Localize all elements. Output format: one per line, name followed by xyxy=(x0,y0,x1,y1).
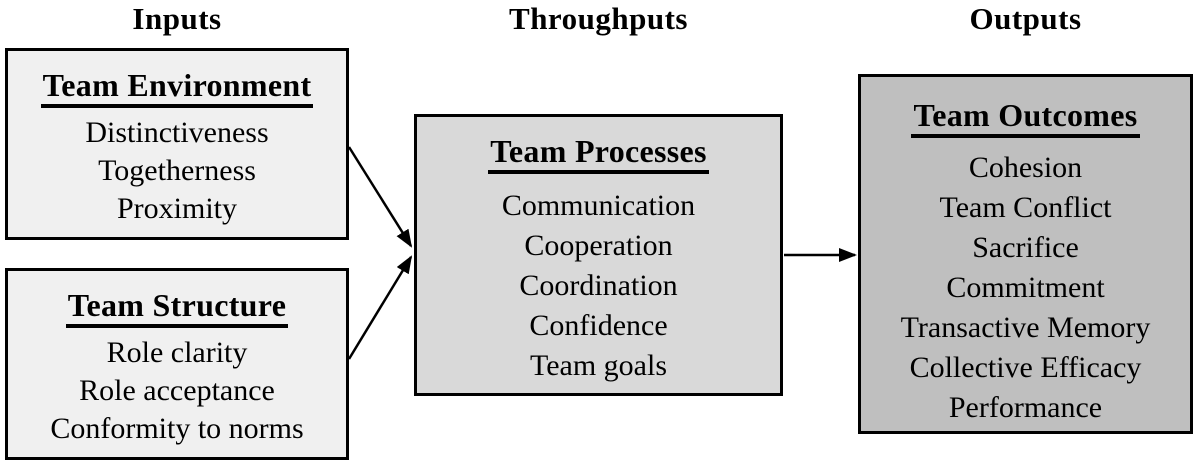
list-item-cohesion: Cohesion xyxy=(968,151,1083,184)
arrow-structure-to-processes xyxy=(347,255,413,360)
list-item-commitment: Commitment xyxy=(946,271,1105,304)
list-item-transactive-memory: Transactive Memory xyxy=(900,311,1151,344)
column-header-inputs: Inputs xyxy=(132,1,222,36)
box-title-team-environment: Team Environment xyxy=(40,67,314,108)
column-header-outputs: Outputs xyxy=(969,1,1082,36)
list-item-sacrifice: Sacrifice xyxy=(972,231,1079,264)
box-title-team-structure: Team Structure xyxy=(65,287,289,328)
list-item-distinctiveness: Distinctiveness xyxy=(85,116,269,149)
list-item-confidence: Confidence xyxy=(529,309,668,342)
list-item-communication: Communication xyxy=(501,189,696,222)
arrow-environment-to-processes xyxy=(347,146,413,248)
list-item-role-acceptance: Role acceptance xyxy=(79,374,275,407)
box-team-outcomes: Team Outcomes Cohesion Team Conflict Sac… xyxy=(858,74,1193,434)
box-team-environment: Team Environment Distinctiveness Togethe… xyxy=(5,48,349,240)
list-item-role-clarity: Role clarity xyxy=(106,336,248,369)
list-item-proximity: Proximity xyxy=(116,192,237,225)
list-item-team-goals: Team goals xyxy=(529,349,668,382)
list-item-conformity-to-norms: Conformity to norms xyxy=(50,412,304,445)
list-item-coordination: Coordination xyxy=(519,269,678,302)
box-title-team-processes: Team Processes xyxy=(488,133,709,174)
list-item-togetherness: Togetherness xyxy=(98,154,256,187)
column-header-throughputs: Throughputs xyxy=(509,1,688,36)
list-item-collective-efficacy: Collective Efficacy xyxy=(909,351,1142,384)
box-title-team-outcomes: Team Outcomes xyxy=(911,97,1140,138)
list-item-team-conflict: Team Conflict xyxy=(939,191,1112,224)
list-item-cooperation: Cooperation xyxy=(524,229,673,262)
box-team-structure: Team Structure Role clarity Role accepta… xyxy=(5,268,349,460)
list-item-performance: Performance xyxy=(948,391,1103,424)
box-team-processes: Team Processes Communication Cooperation… xyxy=(414,114,783,396)
